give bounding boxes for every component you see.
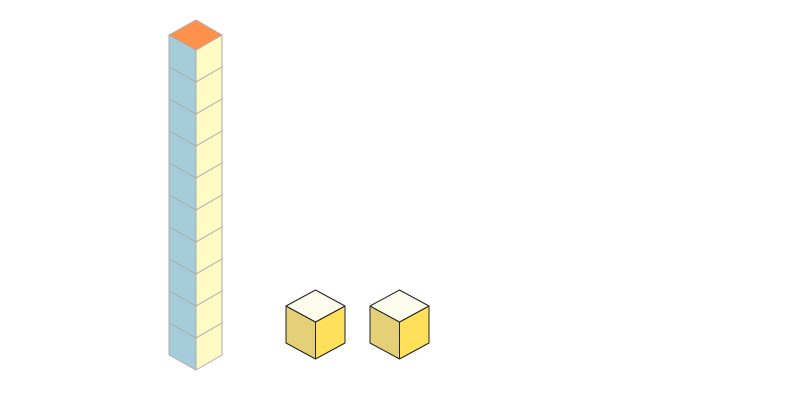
unit-cube bbox=[285, 289, 346, 360]
cube-top-face bbox=[285, 289, 346, 323]
rod-top-face bbox=[168, 19, 223, 51]
cube-top-face bbox=[369, 289, 430, 323]
unit-cube bbox=[369, 289, 430, 360]
ten-rod bbox=[168, 19, 223, 371]
rod-segment-right-face bbox=[195, 322, 223, 371]
